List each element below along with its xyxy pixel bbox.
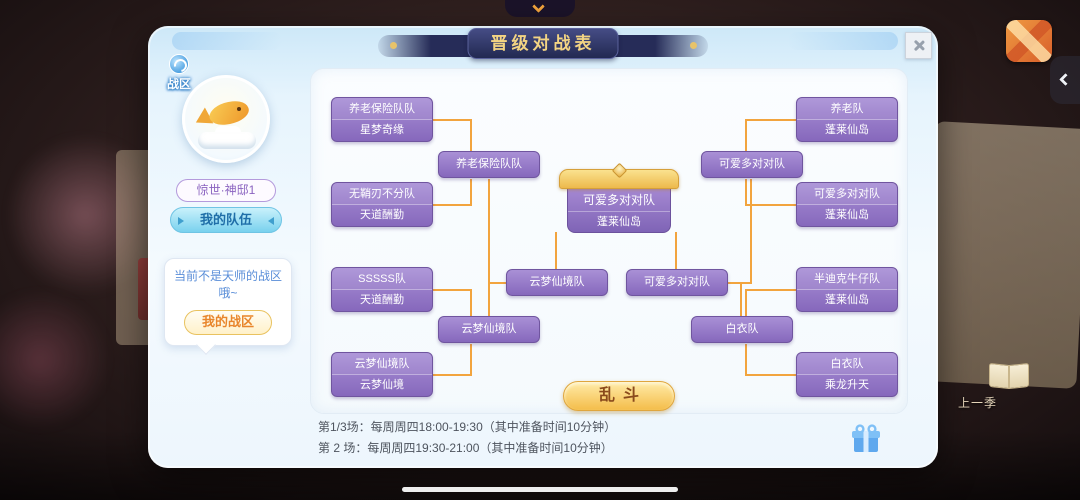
team-subname: 云梦仙境 — [360, 379, 404, 391]
banner-dot — [390, 42, 397, 49]
team-name: 半迪克牛仔队 — [797, 268, 897, 290]
team-name: 云梦仙境队 — [332, 353, 432, 375]
team-box[interactable]: 养老保险队队 星梦奇缘 — [331, 97, 433, 142]
banner-dot — [690, 42, 697, 49]
ornament-knot-icon[interactable] — [1006, 20, 1052, 62]
prev-season-label[interactable]: 上一季 — [958, 396, 998, 410]
cloud-decor — [788, 32, 898, 50]
team-box[interactable]: 养老队 蓬莱仙岛 — [796, 97, 898, 142]
champion-team: 可爱多对对队 蓬莱仙岛 — [567, 189, 671, 233]
team-box[interactable]: 可爱多对对队 — [701, 151, 803, 178]
tab-arrow-right-icon — [268, 217, 274, 225]
cloud-decor — [172, 32, 282, 50]
team-name: 养老队 — [797, 98, 897, 120]
team-subname: 天道酬勤 — [360, 209, 404, 221]
team-name: 无鞘刃不分队 — [332, 183, 432, 205]
promotion-bracket-dialog: 晋级对战表 战区 惊世·神邸1 我的队伍 当前不是天师的战区哦~ 我的战区 — [148, 26, 938, 468]
team-subname: 蓬莱仙岛 — [825, 209, 869, 221]
zone-badge: 战区 — [162, 54, 196, 92]
side-collapse-tab[interactable] — [1050, 56, 1080, 104]
chevron-left-icon — [1059, 73, 1072, 86]
team-box[interactable]: 可爱多对对队 — [626, 269, 728, 296]
chevron-down-icon — [532, 0, 545, 13]
team-subname: 乘龙升天 — [825, 379, 869, 391]
zone-hint-bubble: 当前不是天师的战区哦~ 我的战区 — [164, 258, 292, 346]
close-icon[interactable] — [905, 32, 932, 59]
team-box[interactable]: 可爱多对对队 蓬莱仙岛 — [796, 182, 898, 227]
home-indicator[interactable] — [402, 487, 678, 492]
team-name: SSSSS队 — [332, 268, 432, 290]
book-page-left — [989, 362, 1009, 390]
gold-crest-icon — [559, 162, 679, 189]
team-subname: 天道酬勤 — [360, 294, 404, 306]
team-box[interactable]: 白衣队 乘龙升天 — [796, 352, 898, 397]
zone-emblem-avatar[interactable] — [182, 75, 270, 163]
team-box[interactable]: 云梦仙境队 — [506, 269, 608, 296]
team-box[interactable]: 云梦仙境队 — [438, 316, 540, 343]
team-name: 养老保险队队 — [332, 98, 432, 120]
team-box[interactable]: 无鞘刃不分队 天道酬勤 — [331, 182, 433, 227]
team-name: 可爱多对对队 — [797, 183, 897, 205]
my-team-tab[interactable]: 我的队伍 — [170, 207, 282, 233]
team-box[interactable]: 云梦仙境队 云梦仙境 — [331, 352, 433, 397]
server-name-pill[interactable]: 惊世·神邸1 — [176, 179, 276, 202]
collapse-top-tab[interactable] — [505, 0, 575, 17]
schedule-line-1: 第1/3场：每周周四18:00-19:30（其中准备时间10分钟） — [318, 420, 617, 434]
koi-fish-icon — [206, 96, 252, 130]
champion-subname: 蓬莱仙岛 — [597, 216, 641, 228]
brawl-button[interactable]: 乱斗 — [563, 381, 675, 411]
blossom-decor — [0, 290, 110, 430]
team-subname: 星梦奇缘 — [360, 124, 404, 136]
cloud-icon — [198, 132, 256, 149]
team-box[interactable]: 白衣队 — [691, 316, 793, 343]
champion-name: 可爱多对对队 — [568, 189, 670, 212]
team-box[interactable]: 养老保险队队 — [438, 151, 540, 178]
champion-plaque: 可爱多对对队 蓬莱仙岛 — [559, 162, 679, 233]
schedule-line-2: 第 2 场：每周周四19:30-21:00（其中准备时间10分钟） — [318, 441, 613, 455]
zone-hint-text: 当前不是天师的战区哦~ — [173, 269, 282, 301]
team-box[interactable]: 半迪克牛仔队 蓬莱仙岛 — [796, 267, 898, 312]
bracket-connectors — [433, 119, 796, 376]
gift-icon[interactable] — [848, 422, 884, 458]
team-subname: 蓬莱仙岛 — [825, 294, 869, 306]
my-team-tab-label: 我的队伍 — [199, 212, 252, 227]
team-box[interactable]: SSSSS队 天道酬勤 — [331, 267, 433, 312]
zone-label: 战区 — [166, 77, 191, 91]
blossom-decor — [10, 130, 160, 300]
team-subname: 蓬莱仙岛 — [825, 124, 869, 136]
my-zone-button[interactable]: 我的战区 — [184, 309, 272, 335]
scroll-decor-right — [921, 121, 1080, 389]
team-name: 白衣队 — [797, 353, 897, 375]
zone-swirl-icon — [169, 54, 189, 74]
bracket-panel: 养老保险队队 星梦奇缘 无鞘刃不分队 天道酬勤 SSSSS队 天道酬勤 云梦仙境… — [310, 68, 908, 414]
prev-season-book-icon[interactable] — [988, 362, 1030, 390]
tab-arrow-left-icon — [178, 217, 184, 225]
koi-eye — [237, 107, 241, 111]
book-page-right — [1009, 362, 1029, 390]
dialog-title: 晋级对战表 — [467, 28, 619, 59]
